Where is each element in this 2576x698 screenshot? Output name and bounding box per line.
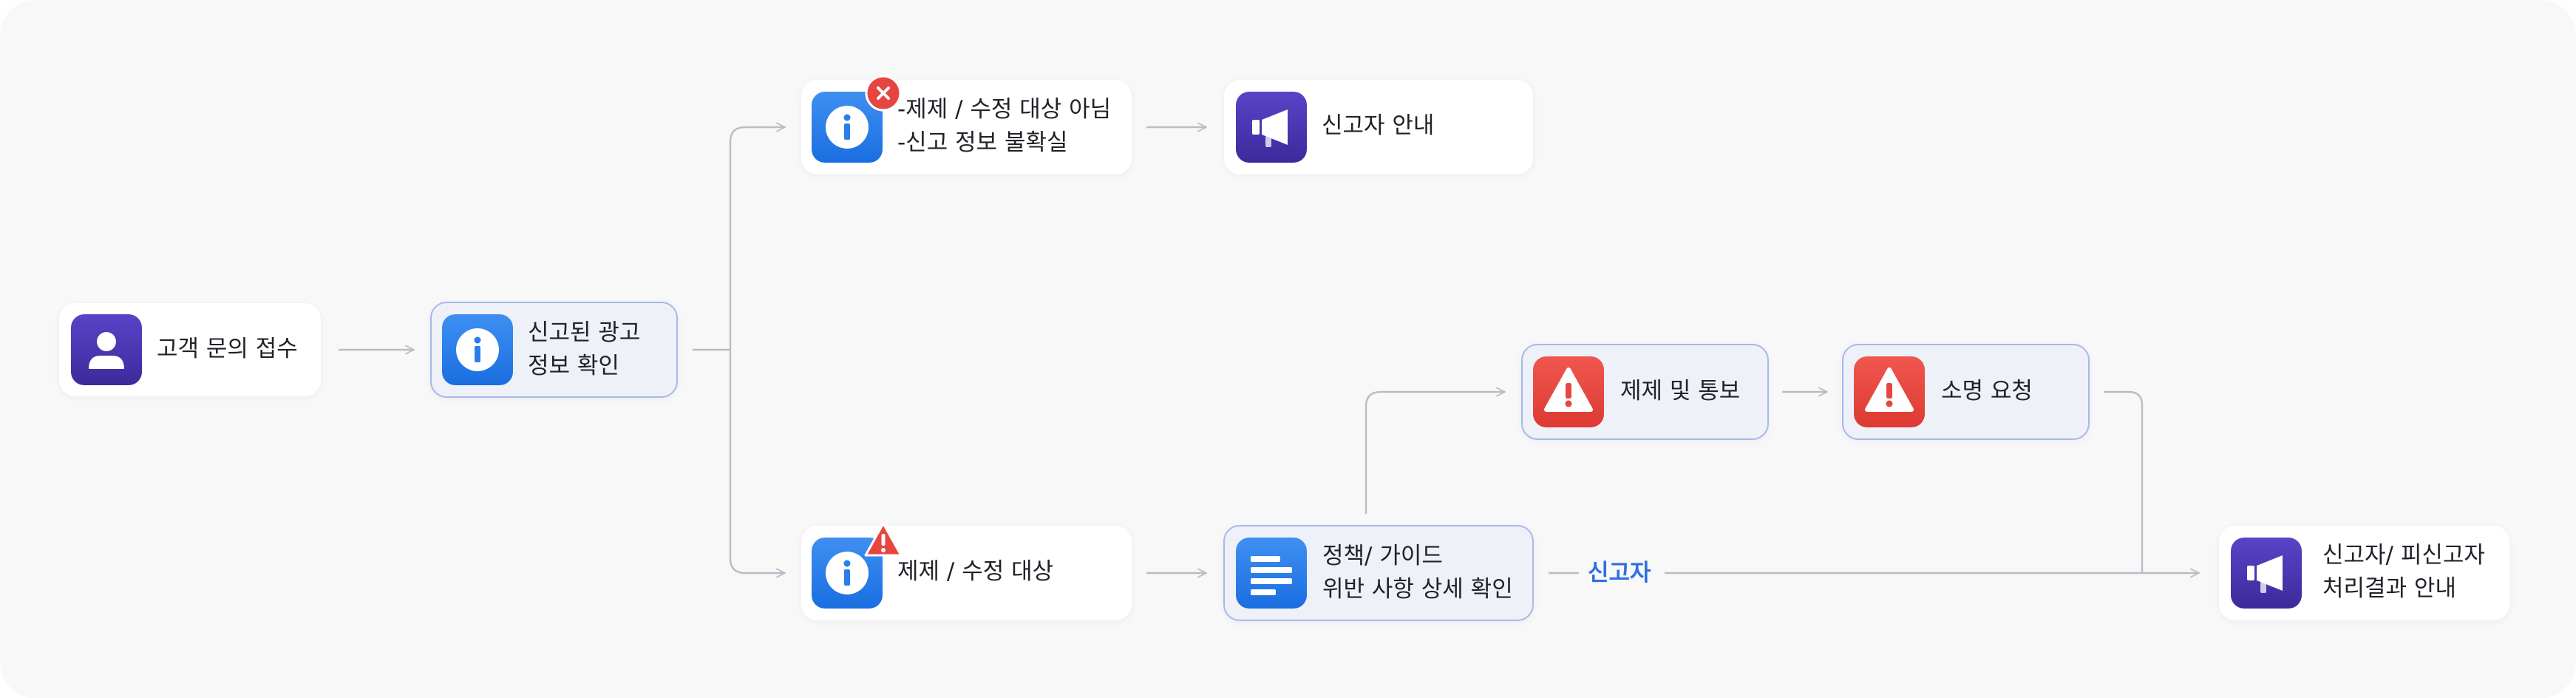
node-sanction-notify[interactable]: 제제 및 통보 — [1521, 344, 1769, 440]
info-icon — [812, 538, 883, 609]
megaphone-icon — [2231, 538, 2302, 609]
document-icon — [1236, 538, 1307, 609]
node-result-notice-line1: 신고자/ 피신고자 — [2322, 542, 2485, 569]
node-reporter-notice-label: 신고자 안내 — [1322, 112, 1435, 139]
node-not-target[interactable]: -제제 / 수정 대상 아님 -신고 정보 불확실 — [801, 75, 1132, 174]
node-reporter-notice[interactable]: 신고자 안내 — [1224, 80, 1533, 174]
node-target[interactable]: 제제 / 수정 대상 — [801, 522, 1132, 620]
node-policy-check[interactable]: 정책/ 가이드 위반 사항 상세 확인 — [1223, 525, 1534, 621]
node-policy-check-line2: 위반 사항 상세 확인 — [1322, 576, 1513, 603]
node-verify-ad-line2: 정보 확인 — [528, 353, 619, 379]
close-badge-icon — [864, 74, 903, 115]
node-sanction-notify-label: 제제 및 통보 — [1620, 378, 1741, 404]
node-explanation-request[interactable]: 소명 요청 — [1842, 344, 2090, 440]
user-icon — [71, 314, 142, 385]
warning-icon — [1854, 356, 1925, 427]
edge-label-reporter: 신고자 — [1588, 560, 1651, 586]
node-not-target-line1: -제제 / 수정 대상 아님 — [897, 96, 1112, 123]
node-result-notice[interactable]: 신고자/ 피신고자 처리결과 안내 — [2219, 526, 2509, 620]
node-result-notice-line2: 처리결과 안내 — [2322, 575, 2456, 602]
edge-split-to-target — [729, 350, 785, 573]
node-explanation-request-label: 소명 요청 — [1941, 378, 2033, 404]
node-verify-ad-line1: 신고된 광고 — [528, 319, 641, 346]
edge-split-to-not-target — [729, 127, 785, 350]
warning-icon — [1533, 356, 1604, 427]
node-not-target-line2: -신고 정보 불확실 — [897, 129, 1068, 156]
warning-badge-icon — [863, 521, 903, 561]
edge-policy-to-sanction — [1365, 392, 1505, 514]
node-customer-inquiry-label: 고객 문의 접수 — [157, 336, 298, 362]
megaphone-icon — [1236, 92, 1307, 163]
node-verify-ad[interactable]: 신고된 광고 정보 확인 — [430, 302, 678, 398]
node-target-label: 제제 / 수정 대상 — [897, 558, 1054, 585]
node-policy-check-line1: 정책/ 가이드 — [1322, 543, 1443, 569]
edge-request-to-result — [2104, 390, 2144, 573]
node-customer-inquiry[interactable]: 고객 문의 접수 — [59, 303, 321, 396]
info-icon — [442, 314, 513, 385]
